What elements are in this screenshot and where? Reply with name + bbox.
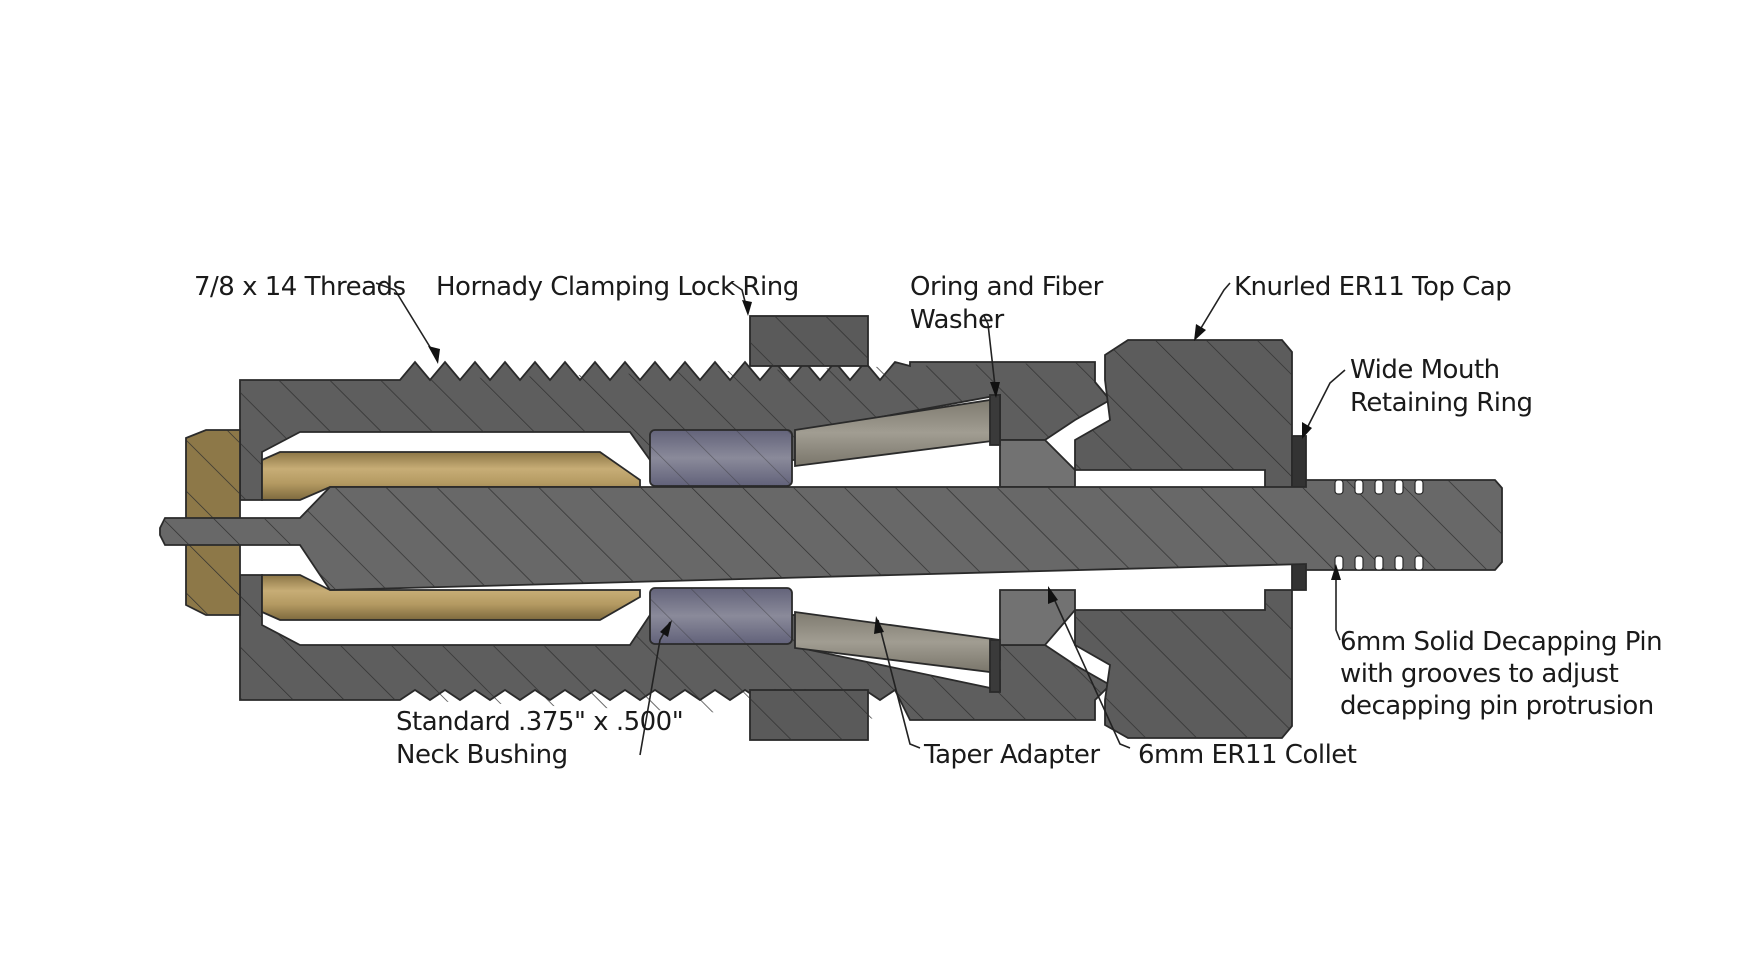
leader-retaining-ring: [1302, 369, 1346, 439]
decapping-pin: [159, 479, 1503, 591]
label-lock-ring: Hornady Clamping Lock Ring: [436, 272, 799, 302]
lock-ring-top: [749, 315, 869, 367]
er11-collet: [999, 439, 1076, 646]
label-top-cap: Knurled ER11 Top Cap: [1234, 272, 1511, 302]
label-collet: 6mm ER11 Collet: [1138, 740, 1357, 770]
leader-threads: [375, 282, 440, 364]
label-retaining-line2: Retaining Ring: [1350, 388, 1532, 418]
top-cap-upper: [1074, 339, 1293, 491]
pin-grooves: [1334, 479, 1424, 571]
label-bushing-line1: Standard .375" x .500": [396, 707, 683, 737]
leader-oring: [983, 315, 1000, 398]
leader-bushing: [639, 620, 672, 756]
label-pin-line1: 6mm Solid Decapping Pin: [1340, 627, 1662, 657]
leader-taper: [874, 616, 921, 749]
label-taper-adapter: Taper Adapter: [923, 740, 1100, 770]
label-pin-line2: with grooves to adjust: [1340, 659, 1619, 689]
neck-bushing: [649, 429, 793, 645]
label-bushing-line2: Neck Bushing: [396, 740, 568, 770]
label-oring-line2: Washer: [910, 305, 1004, 335]
lock-ring-bottom: [749, 689, 869, 741]
leader-collet: [1048, 586, 1131, 749]
retaining-ring: [1291, 435, 1307, 591]
label-oring-line1: Oring and Fiber: [910, 272, 1104, 302]
label-pin-line3: decapping pin protrusion: [1340, 691, 1654, 721]
leader-pin: [1331, 564, 1341, 641]
top-cap-lower: [1074, 589, 1293, 739]
leader-top-cap: [1194, 282, 1231, 341]
label-threads: 7/8 x 14 Threads: [194, 272, 406, 302]
leader-lock-ring: [731, 282, 752, 316]
label-retaining-line1: Wide Mouth: [1350, 355, 1500, 385]
